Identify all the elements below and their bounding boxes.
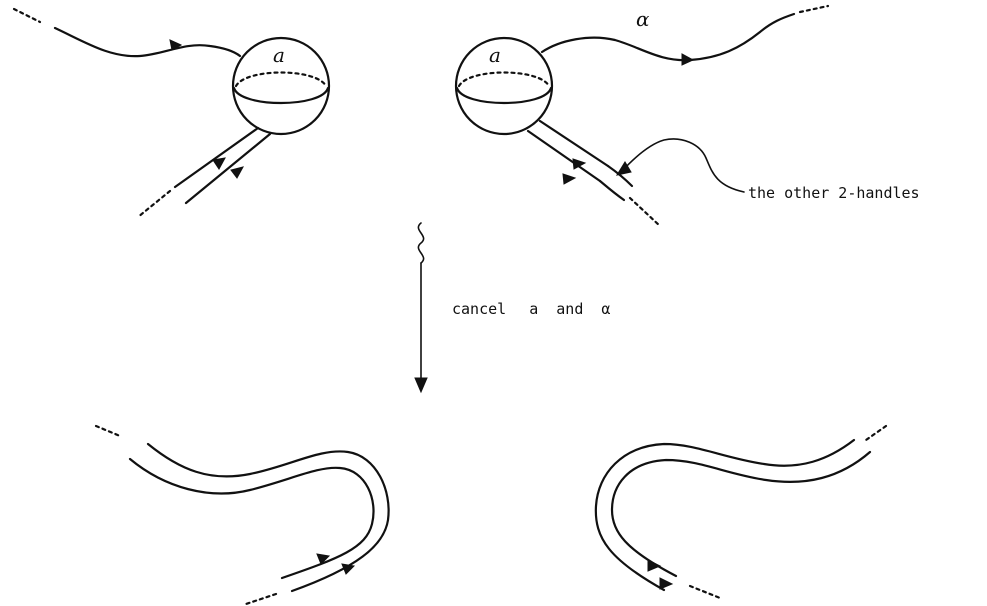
bottom-right-band-inner	[610, 450, 872, 578]
left-sphere-group: a	[12, 7, 331, 219]
bottom-left-band-inner	[128, 457, 375, 580]
bottom-right-arrow-2	[659, 577, 674, 590]
move-squiggle	[417, 222, 425, 264]
move-arrow-group: cancel a and α	[414, 222, 610, 394]
left-band-arrow-2	[230, 166, 244, 179]
alpha-curve	[540, 12, 796, 62]
right-sphere-group: a α the other 2-handles	[454, 4, 920, 228]
left-strand	[53, 26, 242, 58]
right-sphere-equator-back	[457, 71, 551, 88]
bottom-right-band	[594, 424, 888, 600]
bottom-left-band-outer	[146, 442, 390, 593]
bottom-left-arrow-2	[341, 563, 356, 575]
pointer-arrowhead	[615, 161, 632, 176]
right-sphere-label: a	[489, 43, 501, 67]
move-label-a: a	[529, 300, 538, 318]
left-band-arrow-1	[212, 157, 226, 170]
other-handles-label: the other 2-handles	[748, 184, 920, 202]
right-band-arrow-1	[572, 158, 587, 170]
left-sphere-equator-front	[232, 86, 330, 105]
left-strand-arrow	[169, 39, 183, 51]
left-sphere-label: a	[273, 43, 285, 67]
alpha-curve-arrow	[681, 53, 695, 66]
bottom-right-tail-dots	[688, 584, 722, 600]
bottom-right-dots	[864, 424, 888, 442]
left-strand-dots	[12, 7, 42, 24]
bottom-left-dots	[94, 424, 122, 438]
bottom-right-arrow-1	[647, 559, 662, 572]
right-band-upper	[538, 119, 610, 168]
alpha-label: α	[636, 7, 650, 31]
right-band-dots-upper	[628, 196, 662, 228]
move-arrowhead	[414, 377, 428, 394]
right-band-tail-lower	[598, 179, 626, 202]
bottom-left-arrow-1	[316, 553, 331, 565]
right-band-arrow-2	[562, 173, 577, 185]
left-sphere	[231, 36, 331, 136]
right-band-lower	[526, 129, 602, 183]
pointer-line	[621, 138, 745, 193]
left-band-dots	[136, 189, 172, 219]
left-band-upper	[173, 126, 260, 189]
bottom-left-tail-dots	[244, 592, 278, 606]
left-sphere-equator-back	[234, 71, 328, 88]
move-label-prefix: cancel	[452, 300, 506, 318]
bottom-left-band	[94, 424, 390, 606]
right-sphere	[454, 36, 554, 136]
right-sphere-equator-front	[455, 86, 553, 105]
move-label: cancel a and α	[452, 300, 610, 318]
right-band-tail-upper	[606, 164, 634, 188]
bottom-right-band-outer	[594, 438, 856, 592]
left-band-lower	[184, 132, 272, 205]
move-label-alpha: α	[601, 300, 610, 318]
move-label-and: and	[556, 300, 583, 318]
alpha-curve-dots	[798, 4, 830, 14]
